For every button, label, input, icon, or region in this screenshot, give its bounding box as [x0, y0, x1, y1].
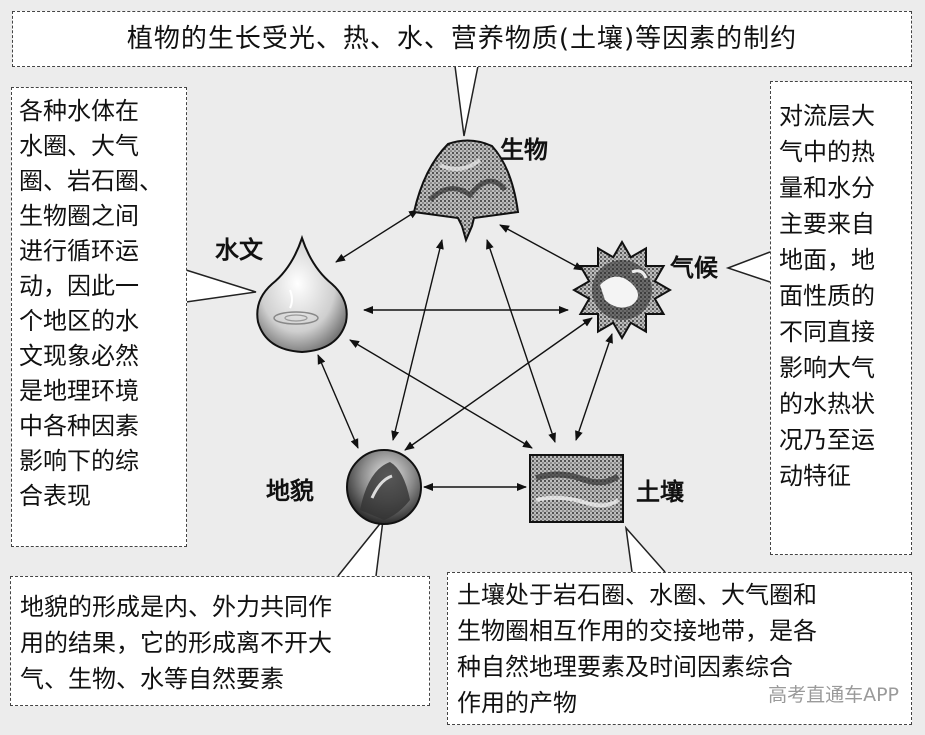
- connection-arrows: [317, 209, 613, 491]
- watermark: 高考直通车APP: [768, 684, 899, 706]
- arrow-biology-hydrology: [335, 209, 419, 263]
- climate-note-box: 对流层大 气中的热 量和水分 主要来自 地面，地 面性质的 不同直接 影响大气 …: [770, 81, 912, 555]
- pointer-title-to-biology: [454, 65, 479, 137]
- pointer-bl-to-landform: [337, 517, 385, 577]
- label-hydrology: 水文: [215, 236, 263, 264]
- landform-note-text: 地貌的形成是内、外力共同作 用的结果，它的形成离不开大 气、生物、水等自然要素: [20, 593, 332, 693]
- arrow-hydrology-soil: [349, 339, 533, 449]
- water-drop-shape: [256, 234, 348, 354]
- soil-square-shape: [529, 454, 624, 523]
- hydrology-note-text: 各种水体在 水圈、大气 圈、岩石圈、 生物圈之间 进行循环运 动，因此一 个地区…: [19, 97, 163, 510]
- arrow-climate-landform: [404, 317, 593, 451]
- label-landform: 地貌: [266, 477, 314, 505]
- climate-note-text: 对流层大 气中的热 量和水分 主要来自 地面，地 面性质的 不同直接 影响大气 …: [779, 102, 875, 490]
- pointer-right-to-climate: [725, 251, 771, 283]
- biology-shape: [412, 139, 520, 243]
- label-soil: 土壤: [636, 478, 684, 506]
- arrow-climate-soil: [575, 333, 613, 441]
- soil-note-box: 土壤处于岩石圈、水圈、大气圈和 生物圈相互作用的交接地带，是各 种自然地理要素及…: [447, 572, 912, 725]
- arrow-biology-landform: [391, 239, 444, 441]
- climate-sun-shape: [572, 240, 672, 340]
- pointer-left-to-hydrology: [185, 269, 257, 303]
- soil-note-text: 土壤处于岩石圈、水圈、大气圈和 生物圈相互作用的交接地带，是各 种自然地理要素及…: [457, 581, 817, 717]
- landform-note-box: 地貌的形成是内、外力共同作 用的结果，它的形成离不开大 气、生物、水等自然要素: [10, 576, 430, 706]
- pointer-br-to-soil: [624, 525, 666, 573]
- hydrology-note-box: 各种水体在 水圈、大气 圈、岩石圈、 生物圈之间 进行循环运 动，因此一 个地区…: [11, 87, 187, 547]
- title-box: 植物的生长受光、热、水、营养物质(土壤)等因素的制约: [12, 11, 912, 67]
- label-biology: 生物: [500, 136, 548, 164]
- landform-globe-shape: [346, 449, 422, 525]
- label-climate: 气候: [670, 254, 718, 282]
- arrow-hydrology-landform: [317, 354, 359, 449]
- title-text: 植物的生长受光、热、水、营养物质(土壤)等因素的制约: [126, 24, 798, 54]
- callout-pointers: [185, 65, 771, 577]
- arrow-biology-climate: [499, 224, 584, 271]
- arrow-biology-soil: [486, 239, 556, 443]
